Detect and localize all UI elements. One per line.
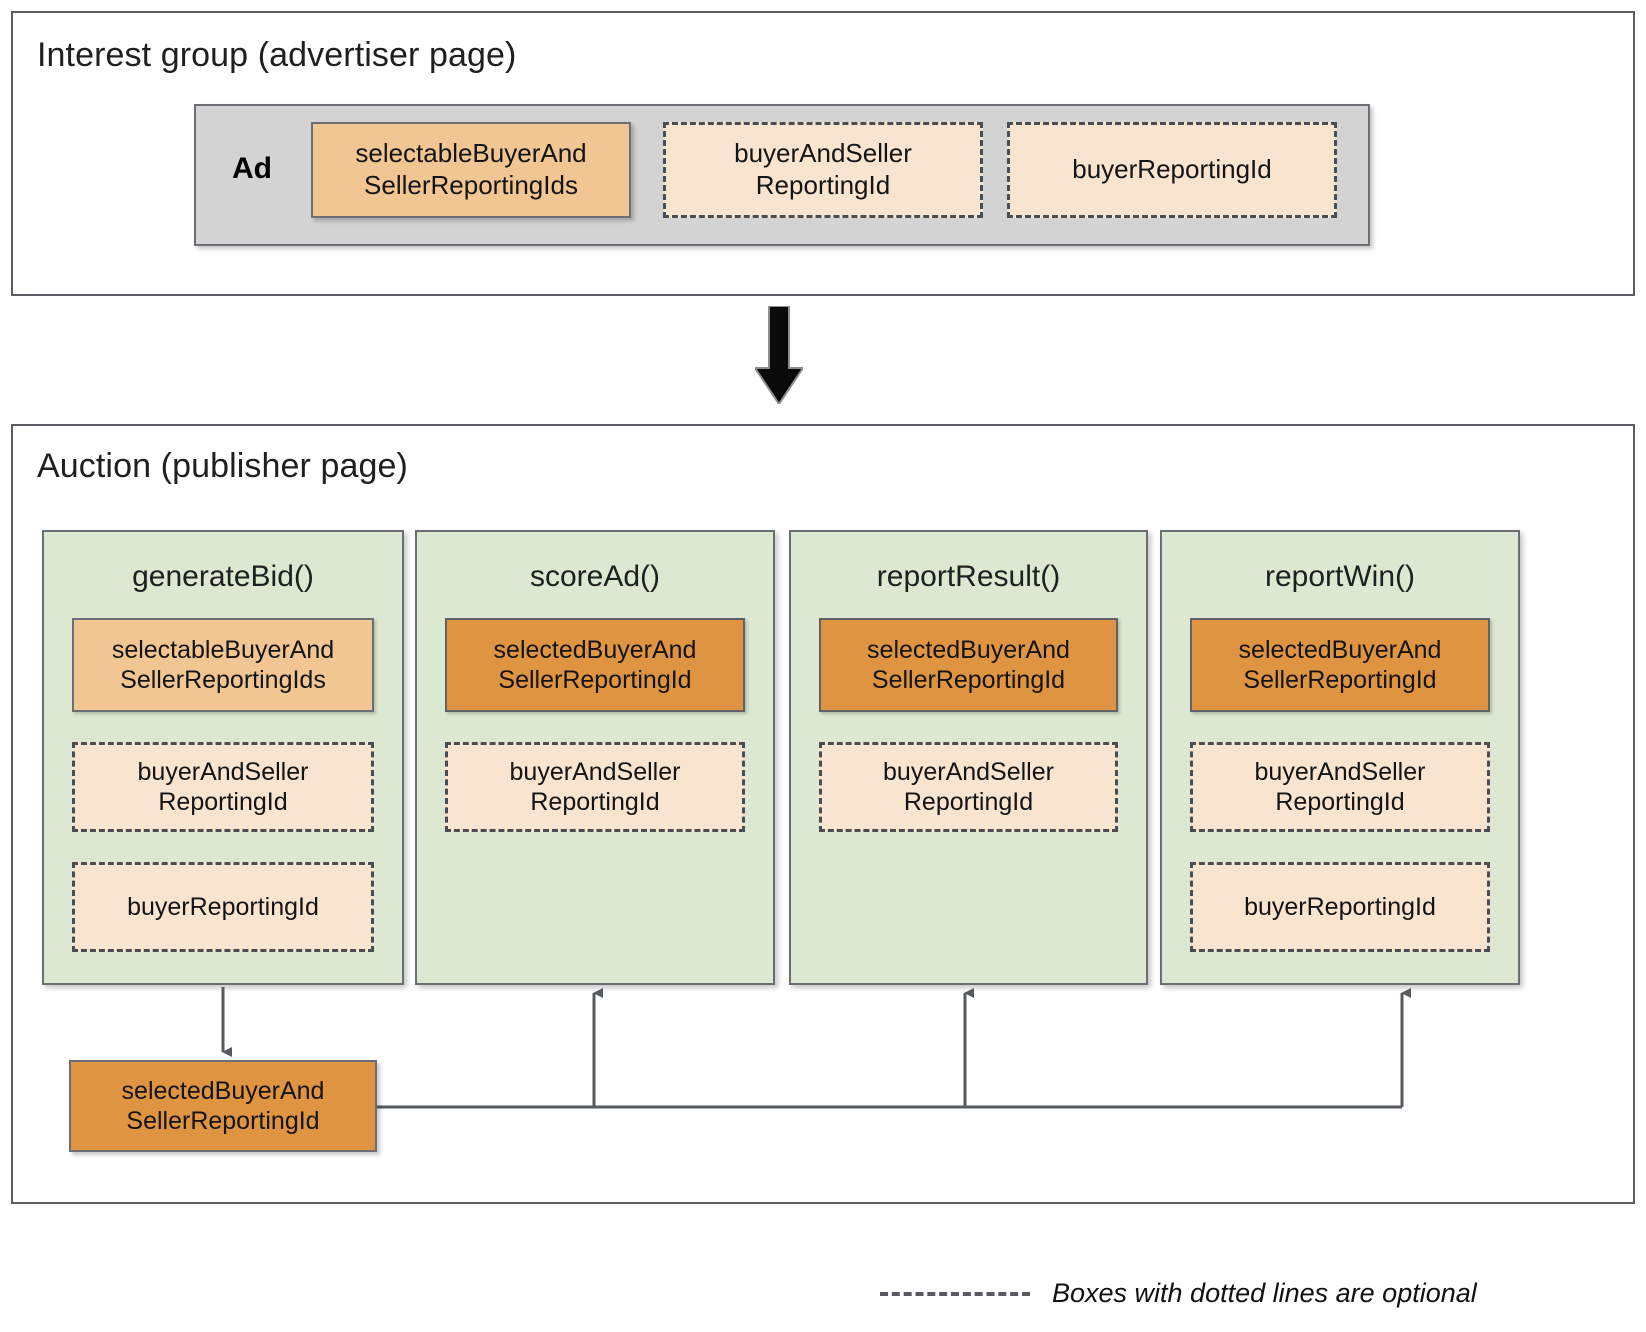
chip-buyer-reporting-id: buyerReportingId (1190, 862, 1490, 952)
down-block-arrow-icon (755, 306, 803, 404)
auction-title: Auction (publisher page) (37, 447, 408, 485)
chip-buyer-reporting-id: buyerReportingId (72, 862, 374, 952)
interest-group-title: Interest group (advertiser page) (37, 36, 517, 74)
dashed-line-icon (880, 1291, 1030, 1296)
function-name-score-ad: scoreAd() (529, 560, 661, 593)
ad-label: Ad (232, 152, 272, 185)
ig-chip-buyer-reporting-id: buyerReportingId (1007, 122, 1337, 218)
function-name-report-win: reportWin() (1264, 560, 1415, 593)
legend: Boxes with dotted lines are optional (880, 1278, 1477, 1309)
legend-label: Boxes with dotted lines are optional (1052, 1278, 1477, 1308)
function-name-report-result: reportResult() (876, 560, 1061, 593)
function-name-generate-bid: generateBid() (132, 560, 314, 593)
